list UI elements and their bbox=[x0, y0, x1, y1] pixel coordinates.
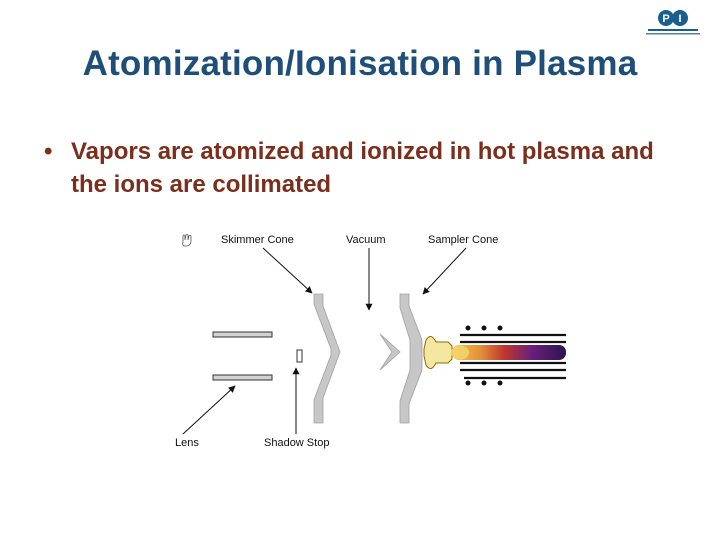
sampler-cone bbox=[399, 293, 423, 424]
bullet-list: • Vapors are atomized and ionized in hot… bbox=[44, 135, 684, 201]
logo-circle-left bbox=[658, 10, 674, 26]
skimmer-cone bbox=[313, 293, 341, 424]
plasma-channel bbox=[452, 345, 566, 360]
label-vacuum: Vacuum bbox=[346, 234, 386, 246]
label-lens: Lens bbox=[175, 437, 199, 449]
logo-letter-p: P bbox=[662, 13, 669, 25]
arrow-skimmer-cone bbox=[262, 247, 313, 294]
bullet-dot: • bbox=[44, 138, 53, 165]
label-shadow-stop: Shadow Stop bbox=[264, 437, 329, 449]
plasma-core bbox=[451, 345, 469, 360]
logo-wordmark-line bbox=[648, 29, 698, 31]
label-sampler-cone: Sampler Cone bbox=[428, 234, 498, 246]
shadow-stop bbox=[296, 349, 303, 363]
bullet-text: Vapors are atomized and ionized in hot p… bbox=[71, 138, 654, 198]
slide-title: Atomization/Ionisation in Plasma bbox=[82, 44, 638, 83]
bullet-item: • Vapors are atomized and ionized in hot… bbox=[44, 135, 684, 201]
institute-logo: P I bbox=[646, 10, 700, 35]
icp-interface-diagram: Skimmer Cone Vacuum Sampler Cone Lens Sh… bbox=[175, 234, 566, 449]
logo-circle-right bbox=[672, 10, 688, 26]
ion-lens-upper bbox=[212, 331, 273, 338]
ion-lens-lower bbox=[212, 374, 273, 381]
plasma-fireball bbox=[423, 336, 453, 369]
hand-cursor-icon bbox=[182, 234, 192, 247]
sampler-cone-tip bbox=[379, 333, 401, 371]
arrow-sampler-cone bbox=[422, 247, 467, 295]
torch-tubes bbox=[460, 333, 566, 380]
logo-subtitle-line bbox=[646, 33, 700, 35]
induction-coil bbox=[465, 325, 503, 386]
arrow-lens bbox=[182, 385, 236, 435]
logo-letter-i: I bbox=[678, 13, 681, 25]
label-skimmer-cone: Skimmer Cone bbox=[221, 234, 294, 246]
